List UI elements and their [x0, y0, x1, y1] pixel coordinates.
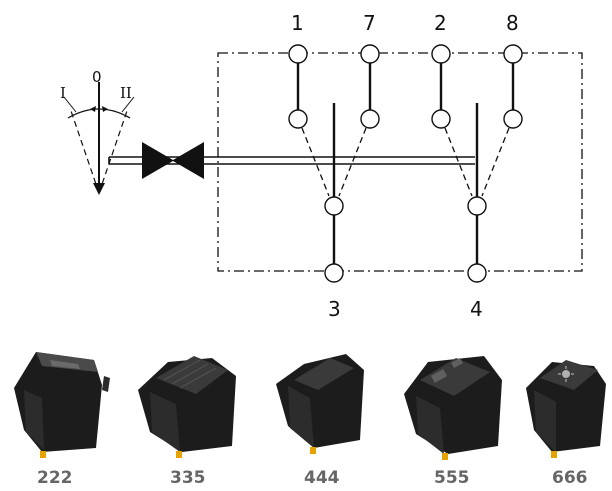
- top-terminal-leads: [296, 62, 515, 110]
- model-code-444: 444: [304, 468, 340, 488]
- terminal-circles: [288, 44, 523, 283]
- terminal-label-2: 2: [434, 11, 447, 35]
- position-selector: 0 I II: [60, 68, 135, 195]
- contact-dashes: [301, 127, 510, 197]
- terminal-label-4: 4: [470, 297, 483, 321]
- position-label-right: II: [120, 84, 132, 102]
- common-poles: [332, 103, 479, 264]
- terminal-label-7: 7: [363, 11, 376, 35]
- rocker-switch-444: [276, 354, 364, 454]
- model-code-335: 335: [170, 468, 206, 488]
- position-label-center: 0: [92, 68, 102, 86]
- terminal-label-1: 1: [291, 11, 304, 35]
- rocker-switch-555: [404, 356, 502, 460]
- model-code-222: 222: [37, 468, 73, 488]
- actuator-bowtie-symbol: [142, 142, 204, 179]
- model-code-555: 555: [434, 468, 470, 488]
- terminal-label-3: 3: [328, 297, 341, 321]
- rocker-switch-335: [138, 356, 236, 458]
- rocker-switch-666: [526, 360, 606, 458]
- rocker-switch-222: [14, 352, 110, 458]
- terminal-label-8: 8: [506, 11, 519, 35]
- model-code-666: 666: [552, 468, 588, 488]
- enclosure-boundary: [217, 52, 583, 272]
- position-label-left: I: [60, 84, 66, 102]
